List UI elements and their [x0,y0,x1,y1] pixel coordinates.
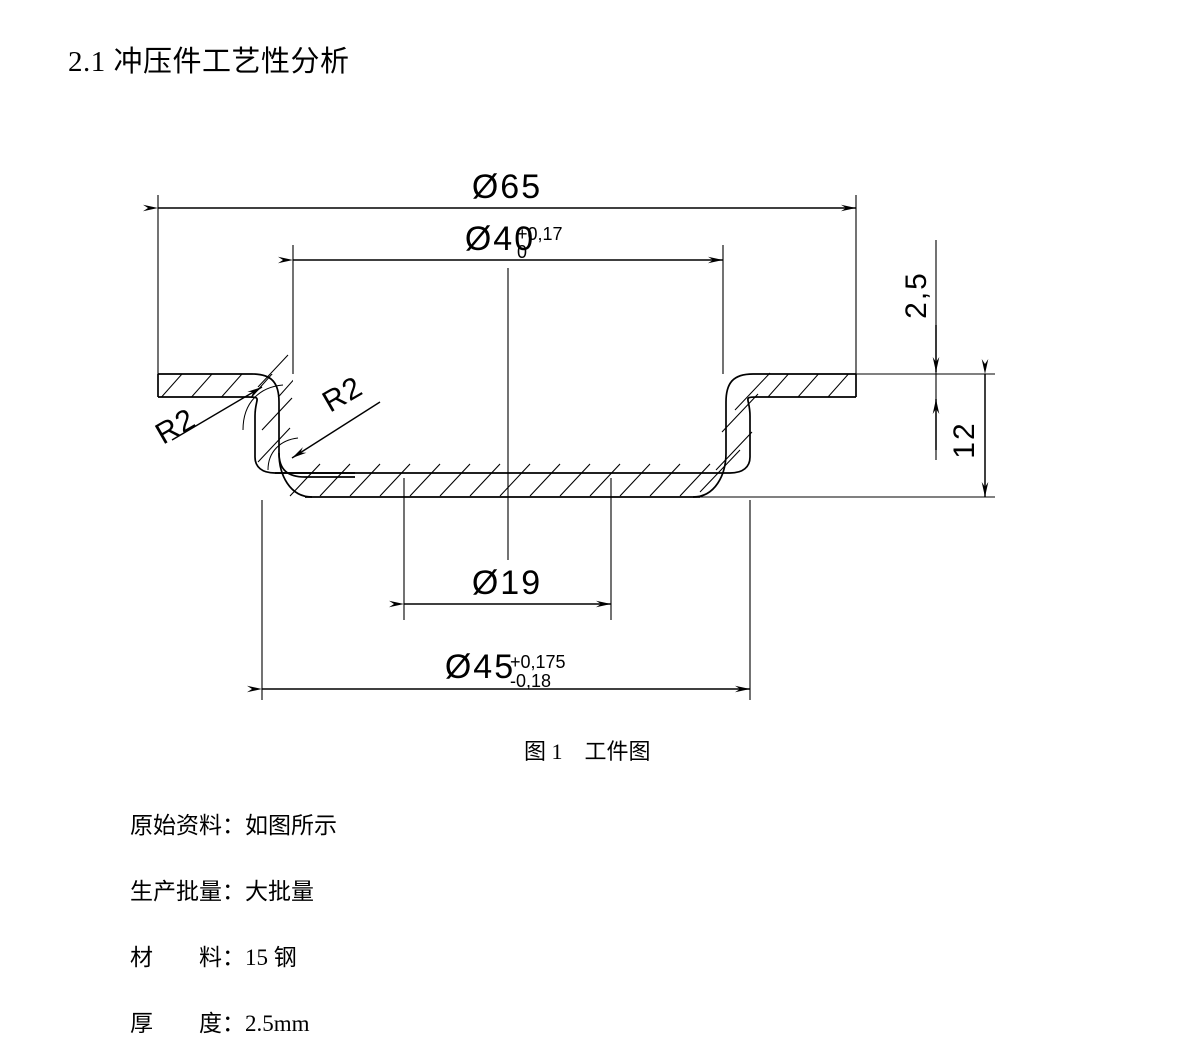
spec-line-batch: 生产批量：大批量 [130,872,314,906]
spec-line-source: 原始资料：如图所示 [130,806,337,840]
svg-text:Ø45: Ø45 [445,648,515,686]
spec-value-thickness: 2.5mm [245,1011,310,1036]
svg-text:Ø40: Ø40 [465,220,535,258]
dimension-text-d40: Ø40 +0,17 0 [465,220,563,262]
spec-label-batch: 生产批量： [130,879,245,904]
part-outline [157,373,857,498]
extension-lines [157,195,995,700]
leader-r2-outer [171,386,263,441]
dimension-text-d19: Ø19 [472,564,542,602]
radius-label-r2-outer: R2 [150,402,201,451]
spec-label-thickness: 厚 度： [130,1011,245,1036]
dimension-text-d65: Ø65 [472,168,542,206]
spec-line-thickness: 厚 度：2.5mm [130,1004,310,1038]
svg-text:-0,18: -0,18 [510,671,551,691]
spec-label-material: 材 料： [130,945,245,970]
leader-r2-inner [291,401,381,459]
dimension-lines [143,204,989,693]
dimension-text-d45: Ø45 +0,175 -0,18 [445,648,566,691]
workpiece-engineering-drawing: Ø65 Ø40 +0,17 0 Ø19 Ø45 +0,175 -0,18 2,5 [143,168,995,700]
radius-label-r2-inner: R2 [317,370,368,419]
svg-text:0: 0 [517,242,527,262]
dimension-text-thickness: 2,5 [900,271,933,319]
section-hatching [158,354,856,497]
dimension-text-height12: 12 [948,421,981,458]
spec-value-material: 15 钢 [245,945,297,970]
spec-line-material: 材 料：15 钢 [130,938,297,972]
svg-text:+0,175: +0,175 [510,652,566,672]
svg-text:+0,17: +0,17 [517,224,563,244]
page-title: 2.1 冲压件工艺性分析 [68,46,350,78]
spec-value-source: 如图所示 [245,813,337,838]
spec-value-batch: 大批量 [245,879,314,904]
spec-label-source: 原始资料： [130,813,245,838]
radius-leaders [171,384,381,471]
figure-caption: 图 1 工件图 [524,739,651,764]
